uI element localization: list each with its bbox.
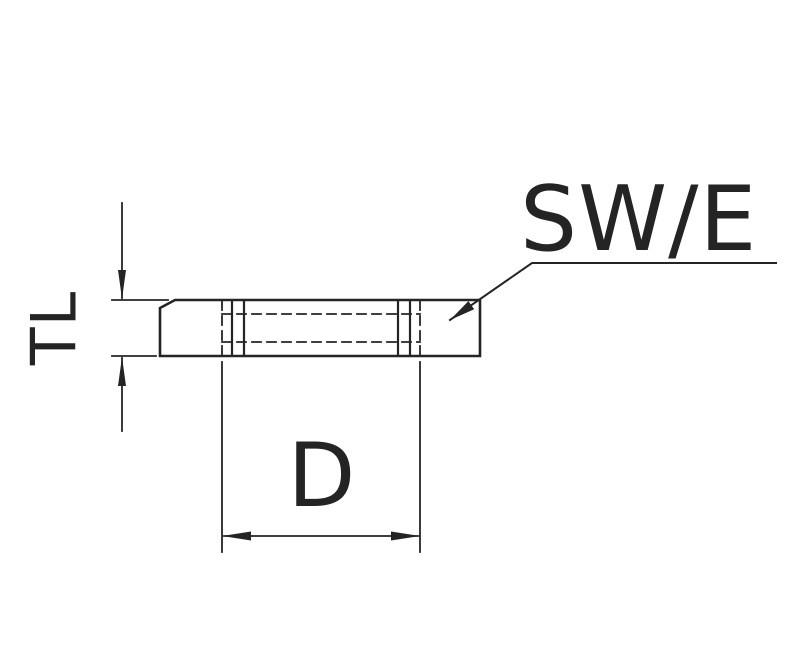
tl-arrow-down-icon (118, 270, 126, 299)
dimension-tl: TL (18, 202, 169, 432)
label-tl: TL (18, 291, 91, 366)
swe-leader-line (448, 262, 777, 322)
part-view (158, 298, 482, 358)
label-swe: SW/E (520, 167, 757, 272)
tl-arrow-up-icon (118, 357, 126, 386)
d-arrow-left-icon (222, 531, 251, 541)
dimension-d: D (221, 361, 421, 553)
thread-face-lines (230, 299, 412, 357)
hidden-thread-lines (221, 300, 421, 356)
part-outline (158, 298, 482, 358)
swe-arrow-icon (450, 301, 475, 320)
label-d: D (288, 424, 357, 527)
leader-swe: SW/E (448, 167, 777, 322)
d-arrow-right-icon (391, 531, 420, 541)
